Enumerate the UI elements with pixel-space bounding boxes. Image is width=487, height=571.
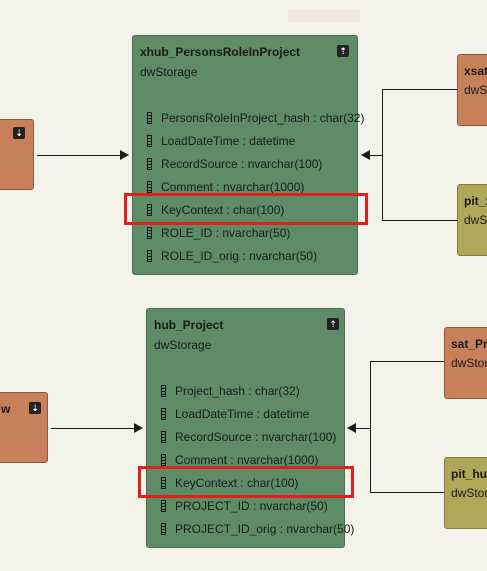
arrow-head-icon <box>134 423 143 433</box>
attribute-row[interactable]: RecordSource : nvarchar(100) <box>175 430 337 444</box>
sat-node-top-right[interactable]: xsat_ dwS <box>457 54 487 126</box>
pit-node-top-right[interactable]: pit_x dwS <box>457 184 487 256</box>
column-icon <box>161 454 166 466</box>
arrow-head-icon <box>120 150 129 160</box>
pit-node-bottom-right[interactable]: pit_hub dwStor <box>444 457 487 529</box>
column-icon <box>147 135 152 147</box>
arrow-head-icon <box>347 423 356 433</box>
node-schema: dwStor <box>451 356 487 370</box>
column-icon <box>147 204 152 216</box>
entity-schema: dwStorage <box>154 338 212 352</box>
connector-line <box>368 155 383 156</box>
attribute-row[interactable]: PROJECT_ID : nvarchar(50) <box>175 499 328 513</box>
entity-title: hub_Project <box>154 318 224 332</box>
attribute-row[interactable]: LoadDateTime : datetime <box>161 134 296 148</box>
node-title: pit_hub <box>451 467 487 481</box>
node-title: xsat_ <box>464 64 487 78</box>
expand-down-icon[interactable]: ⇣ <box>29 402 41 414</box>
connector-line <box>51 428 135 429</box>
column-icon <box>161 385 166 397</box>
collapse-up-icon[interactable]: ⇡ <box>327 318 339 330</box>
connector-line <box>370 361 445 362</box>
sat-node-bottom-right[interactable]: sat_Pro dwStor <box>444 327 487 399</box>
connector-line <box>382 89 458 90</box>
entity-title: xhub_PersonsRoleInProject <box>140 45 301 59</box>
column-icon <box>161 477 166 489</box>
column-icon <box>161 408 166 420</box>
connector-line <box>382 220 458 221</box>
collapse-up-icon[interactable]: ⇡ <box>337 45 349 57</box>
connector-line <box>370 361 371 493</box>
arrow-head-icon <box>361 150 370 160</box>
column-icon <box>161 523 166 535</box>
attribute-row[interactable]: Comment : nvarchar(1000) <box>175 453 319 467</box>
attribute-row[interactable]: LoadDateTime : datetime <box>175 407 310 421</box>
attribute-row[interactable]: PROJECT_ID_orig : nvarchar(50) <box>175 522 355 536</box>
column-icon <box>161 500 166 512</box>
column-icon <box>147 158 152 170</box>
attribute-row-key-context[interactable]: KeyContext : char(100) <box>175 476 299 490</box>
attribute-row[interactable]: RecordSource : nvarchar(100) <box>161 157 323 171</box>
highlight-box-top <box>124 193 368 225</box>
connector-line <box>37 155 122 156</box>
column-icon <box>147 227 152 239</box>
column-icon <box>147 250 152 262</box>
node-title: sat_Pro <box>451 337 487 351</box>
attribute-row-key-context[interactable]: KeyContext : char(100) <box>161 203 285 217</box>
faint-placeholder <box>288 9 360 22</box>
column-icon <box>147 112 152 124</box>
node-schema: dwS <box>464 213 487 227</box>
column-icon <box>161 431 166 443</box>
connector-line <box>355 428 371 429</box>
attribute-row[interactable]: Project_hash : char(32) <box>175 384 300 398</box>
attribute-row[interactable]: ROLE_ID : nvarchar(50) <box>161 226 291 240</box>
expand-down-icon[interactable]: ⇣ <box>13 127 25 139</box>
connector-line <box>370 492 445 493</box>
column-icon <box>147 181 152 193</box>
node-title: pit_x <box>464 194 487 208</box>
highlight-box-bottom <box>138 466 354 498</box>
attribute-row[interactable]: ROLE_ID_orig : nvarchar(50) <box>161 249 318 263</box>
attribute-row[interactable]: Comment : nvarchar(1000) <box>161 180 305 194</box>
entity-hub-project[interactable]: hub_Project dwStorage ⇡ Project_hash : c… <box>146 308 354 548</box>
node-schema: dwStor <box>451 486 487 500</box>
attribute-row[interactable]: PersonsRoleInProject_hash : char(32) <box>161 111 365 125</box>
node-schema: dwS <box>464 83 487 97</box>
entity-xhub-persons-role-in-project[interactable]: xhub_PersonsRoleInProject dwStorage ⇡ Pe… <box>132 35 364 275</box>
entity-schema: dwStorage <box>140 65 198 79</box>
node-title: w <box>1 402 11 416</box>
source-node-bottom-left[interactable]: w ⇣ <box>0 392 48 463</box>
source-node-top-left[interactable]: ⇣ <box>0 119 34 190</box>
